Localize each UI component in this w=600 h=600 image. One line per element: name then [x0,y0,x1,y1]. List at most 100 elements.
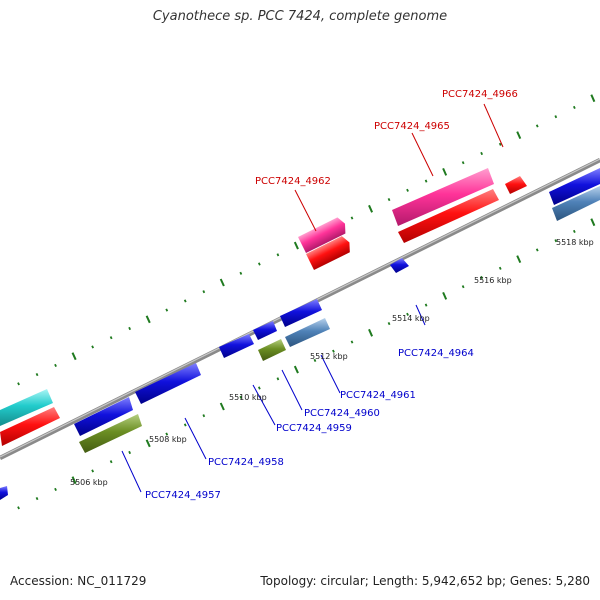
tick-mark [71,352,77,361]
leader-4966 [483,103,504,148]
scale-label: 5510 kbp [229,393,267,402]
tick-mark [350,340,354,344]
leader-4958 [184,417,207,460]
gene-arrow-right-steel [552,186,600,221]
gene-arrow-4957-blue [74,397,133,436]
tick-mark [109,460,113,464]
tick-mark [535,248,539,252]
tick-mark [145,439,151,448]
leader-4960 [281,369,303,411]
gene-label-4964: PCC7424_4964 [398,348,474,359]
topology-text: Topology: circular; Length: 5,942,652 bp… [260,574,590,588]
tick-mark [442,167,448,176]
gene-label-4965: PCC7424_4965 [374,121,450,132]
gene-label-4962: PCC7424_4962 [255,176,331,187]
upper-gene-labels: PCC7424_4962 PCC7424_4965 PCC7424_4966 [255,89,518,187]
gene-arrow-4966-red [505,176,527,194]
tick-mark [590,94,596,103]
gene-block-4962 [297,217,346,254]
tick-mark [516,255,522,264]
gene-arrow-4964-blue [390,258,409,273]
tick-mark [368,328,374,337]
tick-mark [183,423,187,427]
upper-leader-lines [294,103,504,232]
tick-mark [293,365,299,374]
tick-mark [350,216,354,220]
tick-mark [572,105,576,109]
leader-4957 [121,450,142,493]
tick-mark [257,386,261,390]
tick-mark [165,432,169,436]
gene-arrow-right-blue [549,168,600,205]
tick-mark [35,497,39,501]
tick-mark [71,476,77,485]
gene-arrow-4962-magenta [297,217,346,254]
leader-4959 [252,384,276,426]
tick-mark [202,290,206,294]
accession-text: Accession: NC_011729 [10,574,147,588]
gene-arrow-edge-blue [0,486,8,500]
tick-mark [128,326,132,331]
gene-arrow-4961-steel [285,318,330,347]
tick-mark [145,315,151,324]
scale-labels: 5506 kbp 5508 kbp 5510 kbp 5512 kbp 5514… [70,238,594,487]
tick-mark [368,204,374,213]
tick-mark [332,349,335,353]
gene-arrow-4958-blue [135,363,201,404]
gene-arrow-4965-red [398,189,499,243]
tick-mark [498,142,502,146]
leader-4964 [415,304,426,326]
tick-mark [313,358,317,362]
tick-mark [590,218,596,227]
gene-arrow-4957-olive [79,414,142,453]
tick-mark [257,262,261,266]
leader-4965 [411,132,434,177]
tick-mark [109,336,113,340]
tick-mark [442,291,448,300]
tick-mark [406,188,409,192]
map-title: Cyanothece sp. PCC 7424, complete genome [152,9,448,24]
tick-mark [239,271,243,275]
scale-label: 5506 kbp [70,478,108,487]
tick-mark [554,239,558,243]
tick-mark [54,487,57,491]
tick-mark [461,285,465,289]
leader-4962 [294,189,317,232]
tick-mark [239,395,243,399]
gene-arrow-4962-red [305,236,350,271]
gene-arrow-4959-blue [219,334,254,358]
tick-mark [387,322,391,326]
tick-mark [554,115,558,119]
tick-mark [128,450,132,455]
gene-block-4962-red [305,236,350,271]
scale-label: 5514 kbp [392,314,430,323]
tick-mark [406,312,409,316]
tick-mark [165,308,169,312]
tick-mark [498,266,502,270]
tick-mark [424,303,428,307]
tick-mark [424,179,428,183]
tick-mark [17,382,20,386]
tick-mark [35,373,39,377]
gene-label-4961: PCC7424_4961 [340,390,416,401]
tick-mark [480,151,484,156]
tick-mark [91,469,95,473]
gene-arrow-4960-olive [258,339,286,361]
tick-mark [572,229,576,233]
lower-gene-labels: PCC7424_4957 PCC7424_4958 PCC7424_4959 P… [145,348,474,501]
gene-label-4966: PCC7424_4966 [442,89,518,100]
gene-arrow-left-red [0,407,60,446]
tick-mark [461,161,465,165]
tick-mark [91,345,95,349]
gene-label-4957: PCC7424_4957 [145,490,221,501]
lower-leader-lines [121,304,426,493]
tick-marks [17,94,596,510]
tick-mark [54,363,57,367]
tick-mark [17,506,20,510]
gene-label-4960: PCC7424_4960 [304,408,380,419]
tick-mark [202,414,206,418]
tick-mark [276,377,280,381]
tick-mark [183,299,187,303]
tick-mark [219,278,225,287]
